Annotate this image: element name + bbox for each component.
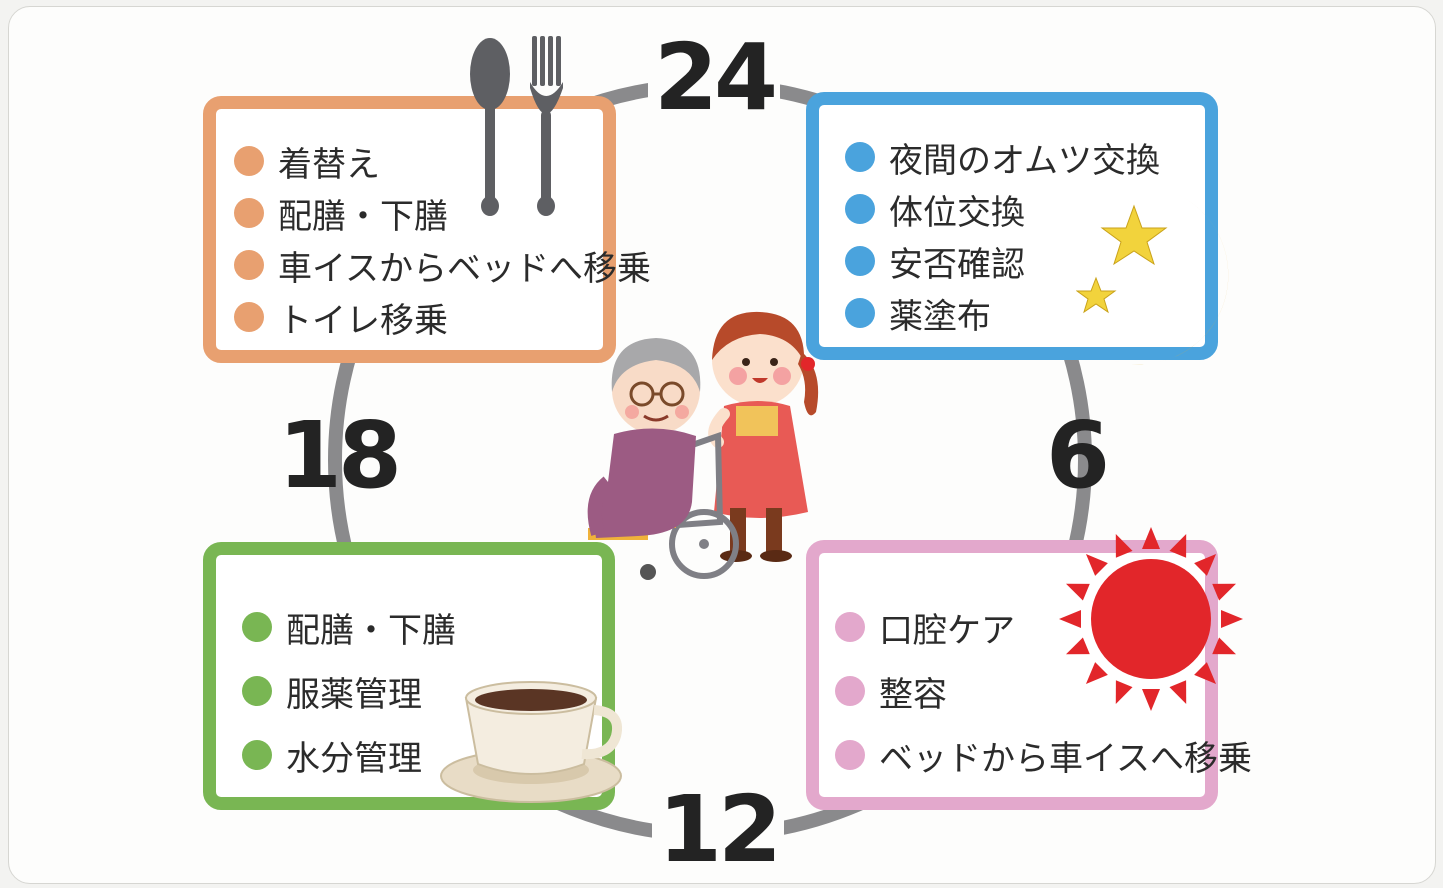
list-item-label: 夜間のオムツ交換 (889, 140, 1160, 181)
spoon-icon (470, 38, 510, 216)
bullet-dot (835, 676, 865, 706)
list-item-label: 配膳・下膳 (286, 610, 456, 651)
list-item-label: 服薬管理 (286, 674, 422, 715)
bullet-dot (845, 194, 875, 224)
list-item-label: トイレ移乗 (278, 300, 448, 341)
bullet-dot (845, 298, 875, 328)
bullet-dot (242, 740, 272, 770)
list-item: 服薬管理 (242, 659, 602, 723)
list-item: トイレ移乗 (234, 291, 603, 343)
bullet-dot (242, 612, 272, 642)
hour-label-18: 18 (278, 402, 402, 509)
bullet-dot (835, 612, 865, 642)
night-illustration (1076, 192, 1229, 365)
list-item: 配膳・下膳 (234, 187, 603, 239)
list-item: 薬塗布 (845, 287, 1205, 339)
sun-icon (1059, 527, 1243, 711)
hour-label-12: 12 (652, 784, 785, 876)
list-item: 口腔ケア (835, 595, 1205, 659)
list-item-label: 整容 (879, 674, 947, 715)
list-item-label: 車イスからベッドへ移乗 (278, 248, 651, 289)
list-item: 着替え (234, 135, 603, 187)
bullet-dot (845, 142, 875, 172)
list-item-label: 水分管理 (286, 738, 422, 779)
list-item-label: 安否確認 (889, 244, 1025, 285)
cutlery-illustration (470, 36, 563, 216)
list-item: 体位交換 (845, 183, 1205, 235)
bullet-dot (234, 198, 264, 228)
coffee-cup-icon (440, 681, 622, 803)
list-item-label: ベッドから車イスへ移乗 (879, 738, 1252, 779)
elderly-figure (587, 338, 701, 538)
bullet-dot (234, 302, 264, 332)
list-item: 配膳・下膳 (242, 595, 602, 659)
bullet-dot (845, 246, 875, 276)
hour-label-6: 6 (1046, 402, 1110, 509)
caregiver-figure (708, 311, 819, 562)
bullet-dot (234, 250, 264, 280)
caregiver-wheelchair-icon (587, 311, 819, 580)
bullet-dot (835, 740, 865, 770)
list-item-label: 着替え (278, 144, 380, 185)
star-icon (1100, 204, 1168, 266)
list-item: 水分管理 (242, 723, 602, 787)
hour-label-24: 24 (648, 32, 781, 124)
list-item-label: 口腔ケア (879, 610, 1015, 651)
list-item: 夜間のオムツ交換 (845, 131, 1205, 183)
task-box-evening: 着替え 配膳・下膳 車イスからベッドへ移乗 トイレ移乗 (203, 96, 651, 363)
list-item: 整容 (835, 659, 1205, 723)
moon-icon (1106, 192, 1229, 365)
list-item-label: 体位交換 (889, 192, 1025, 233)
list-item: 安否確認 (845, 235, 1205, 287)
task-box-night: 夜間のオムツ交換 体位交換 安否確認 薬塗布 (806, 92, 1218, 360)
bullet-dot (234, 146, 264, 176)
fork-icon (530, 36, 563, 216)
list-item-label: 薬塗布 (889, 296, 991, 337)
task-box-afternoon: 配膳・下膳 服薬管理 水分管理 (203, 542, 615, 810)
list-item-label: 配膳・下膳 (278, 196, 448, 237)
list-item: ベッドから車イスへ移乗 (835, 723, 1252, 787)
bullet-dot (242, 676, 272, 706)
star-icon (1076, 276, 1117, 314)
list-item: 車イスからベッドへ移乗 (234, 239, 651, 291)
